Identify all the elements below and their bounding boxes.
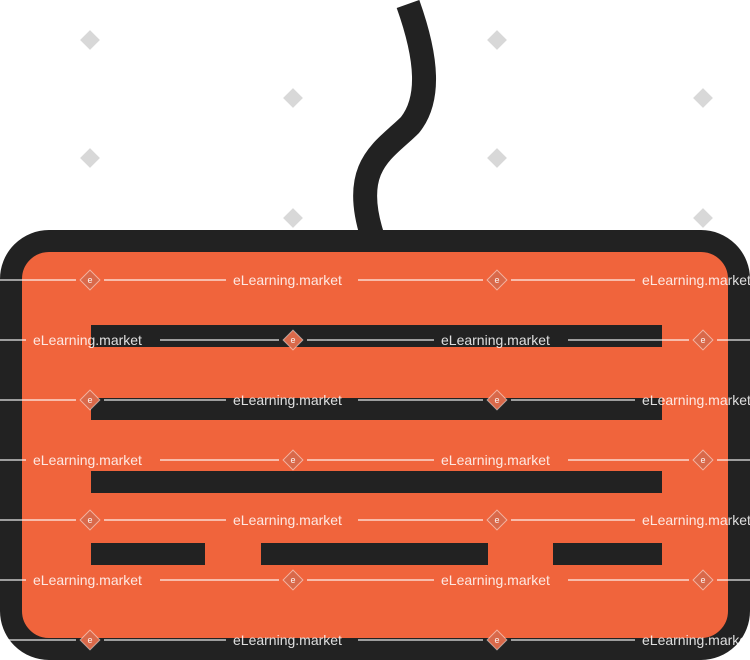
- watermark-text: eLearning.market: [233, 272, 342, 288]
- watermark-layer: e eLearning.market e eLearning.market e eLear…: [0, 30, 750, 651]
- key-spacebar: [261, 543, 488, 565]
- watermark-diamond: [693, 88, 713, 108]
- svg-text:e: e: [87, 275, 92, 285]
- watermark-diamond: e: [79, 509, 101, 531]
- svg-text:e: e: [87, 635, 92, 645]
- watermark-diamond: e: [282, 569, 304, 591]
- svg-text:e: e: [290, 575, 295, 585]
- watermark-diamond: [487, 148, 507, 168]
- svg-text:e: e: [290, 335, 295, 345]
- svg-text:e: e: [494, 275, 499, 285]
- watermark-diamond: e: [282, 329, 304, 351]
- watermark-diamond: e: [486, 509, 508, 531]
- watermark-text: eLearning.market: [233, 512, 342, 528]
- watermark-diamond: e: [79, 389, 101, 411]
- watermark-diamond: e: [692, 569, 714, 591]
- watermark-diamond: [80, 30, 100, 50]
- watermark-text: eLearning.market: [642, 392, 750, 408]
- key-row-3: [91, 471, 662, 493]
- svg-text:e: e: [700, 575, 705, 585]
- watermark-diamond: e: [486, 629, 508, 651]
- watermark-diamond: e: [282, 449, 304, 471]
- watermark-text: eLearning.market: [642, 272, 750, 288]
- watermark-text: eLearning.market: [233, 632, 342, 648]
- svg-text:e: e: [700, 455, 705, 465]
- watermark-diamond: [283, 88, 303, 108]
- watermark-text: eLearning.market: [33, 572, 142, 588]
- key-row-2: [91, 398, 662, 420]
- watermark-diamond: e: [79, 269, 101, 291]
- svg-text:e: e: [87, 395, 92, 405]
- watermark-diamond: e: [692, 449, 714, 471]
- watermark-text: eLearning.market: [441, 452, 550, 468]
- watermark-diamond: [80, 148, 100, 168]
- watermark-text: eLearning.market: [642, 512, 750, 528]
- watermark-text: eLearning.market: [33, 452, 142, 468]
- watermark-diamond: e: [486, 389, 508, 411]
- watermark-diamond: e: [79, 629, 101, 651]
- key-row-1: [91, 325, 662, 347]
- watermark-diamond: [487, 30, 507, 50]
- key-left: [91, 543, 205, 565]
- svg-text:e: e: [494, 515, 499, 525]
- watermark-text: eLearning.market: [233, 392, 342, 408]
- svg-text:e: e: [494, 395, 499, 405]
- watermark-text: eLearning.market: [441, 332, 550, 348]
- keyboard-cable: [353, 0, 436, 239]
- watermark-diamond: e: [692, 329, 714, 351]
- watermark-diamond: e: [486, 269, 508, 291]
- svg-text:e: e: [700, 335, 705, 345]
- svg-text:e: e: [290, 455, 295, 465]
- key-right: [553, 543, 662, 565]
- svg-text:e: e: [494, 635, 499, 645]
- watermark-text: eLearning.market: [33, 332, 142, 348]
- watermark-diamond: [693, 208, 713, 228]
- svg-text:e: e: [87, 515, 92, 525]
- watermark-text: eLearning.market: [642, 632, 750, 648]
- watermark-text: eLearning.market: [441, 572, 550, 588]
- watermark-diamond: [283, 208, 303, 228]
